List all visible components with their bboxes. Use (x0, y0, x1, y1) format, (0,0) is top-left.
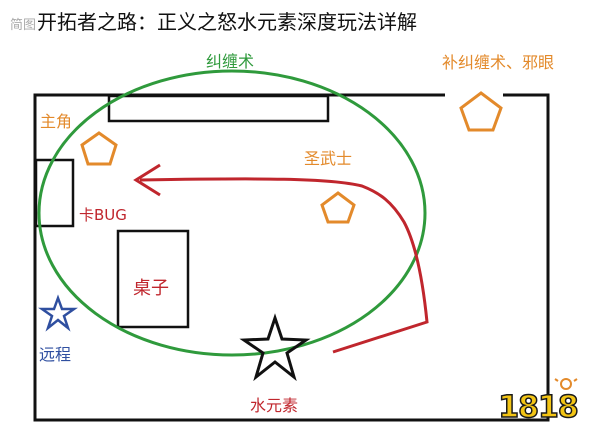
protagonist-pentagon-icon (80, 131, 118, 166)
bug-spot-label: 卡BUG (79, 206, 127, 224)
arrow-head (133, 163, 161, 197)
page-title: 简图开拓者之路：正义之怒水元素深度玩法详解 (10, 6, 417, 35)
protagonist-label: 主角 (40, 112, 73, 131)
entangle-label: 纠缠术 (206, 52, 255, 71)
water-elemental-label: 水元素 (250, 396, 299, 415)
paladin-pentagon-icon (320, 191, 356, 224)
room-outline (33, 93, 550, 422)
ranged-label: 远程 (39, 345, 72, 364)
entangle-area-circle (37, 69, 427, 357)
entangle-evil-eye-label: 补纠缠术、邪眼 (442, 53, 555, 72)
logo-text: 1818 (498, 389, 580, 426)
entangle-caster-pentagon-icon (459, 91, 503, 132)
ranged-star-icon (38, 294, 78, 332)
table-box (116, 229, 190, 329)
pull-path-arrow (139, 177, 429, 354)
site-logo-watermark: 1818 (488, 376, 588, 428)
water-elemental-star-icon (239, 313, 311, 382)
paladin-label: 圣武士 (304, 149, 353, 168)
top-door-block (107, 94, 330, 123)
title-text: 开拓者之路：正义之怒水元素深度玩法详解 (37, 10, 418, 34)
logo-sun-icon (554, 378, 578, 390)
title-prefix: 简图 (10, 18, 37, 33)
table-label: 桌子 (133, 278, 169, 299)
